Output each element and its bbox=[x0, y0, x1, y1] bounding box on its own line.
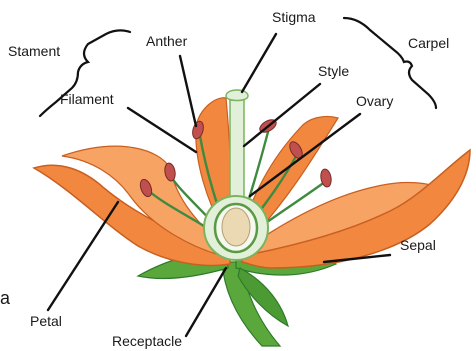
stigma-pointer bbox=[242, 34, 276, 92]
ovule bbox=[222, 208, 250, 246]
label-stament: Stament bbox=[8, 43, 60, 59]
stigma bbox=[226, 90, 248, 101]
petal-pointer bbox=[48, 202, 118, 310]
receptacle-pointer bbox=[186, 268, 226, 336]
filament-pointer bbox=[128, 108, 196, 152]
label-sepal: Sepal bbox=[400, 237, 436, 253]
anther-pointer bbox=[180, 56, 196, 126]
label-petal: Petal bbox=[30, 313, 62, 329]
label-stigma: Stigma bbox=[272, 9, 316, 25]
label-receptacle: Receptacle bbox=[112, 333, 182, 349]
label-style: Style bbox=[318, 63, 349, 79]
label-carpel: Carpel bbox=[408, 35, 449, 51]
label-ovary: Ovary bbox=[356, 93, 393, 109]
label-stray-letter: a bbox=[0, 288, 11, 308]
label-filament: Filament bbox=[60, 91, 114, 107]
label-anther: Anther bbox=[146, 33, 188, 49]
